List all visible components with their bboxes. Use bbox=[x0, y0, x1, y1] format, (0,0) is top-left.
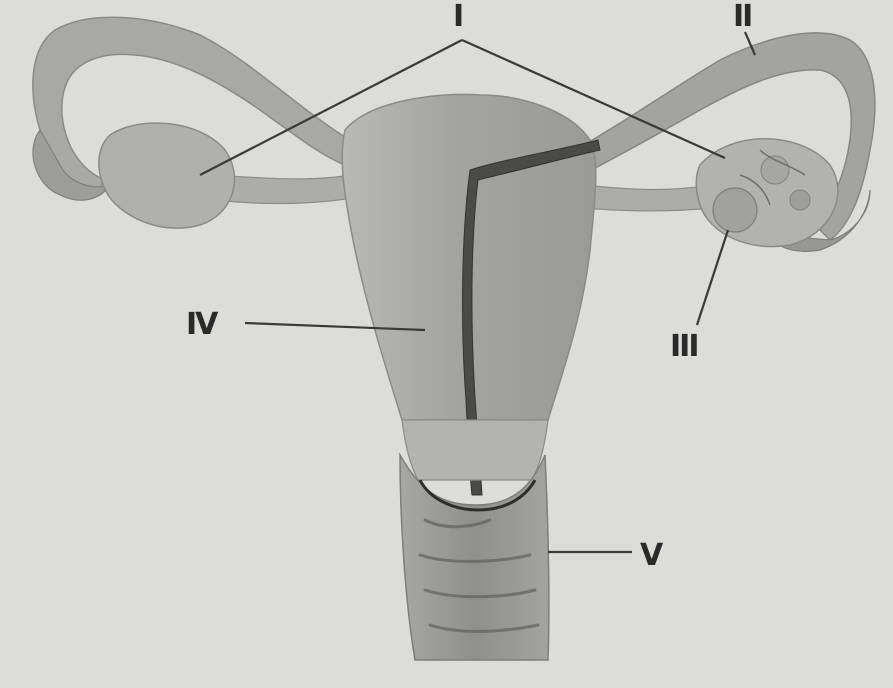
right-ovarian-ligament bbox=[585, 185, 712, 211]
right-ovary-follicle bbox=[790, 190, 810, 210]
left-ovarian-ligament bbox=[215, 175, 352, 204]
label-V: V bbox=[640, 541, 661, 571]
left-ovary bbox=[99, 123, 235, 228]
leader-line-III bbox=[697, 230, 728, 325]
label-I: I bbox=[453, 2, 462, 32]
label-IV: IV bbox=[186, 310, 216, 340]
label-III: III bbox=[670, 332, 698, 362]
right-ovary-follicle bbox=[713, 188, 757, 232]
cervix bbox=[402, 420, 548, 480]
label-II: II bbox=[733, 2, 751, 32]
